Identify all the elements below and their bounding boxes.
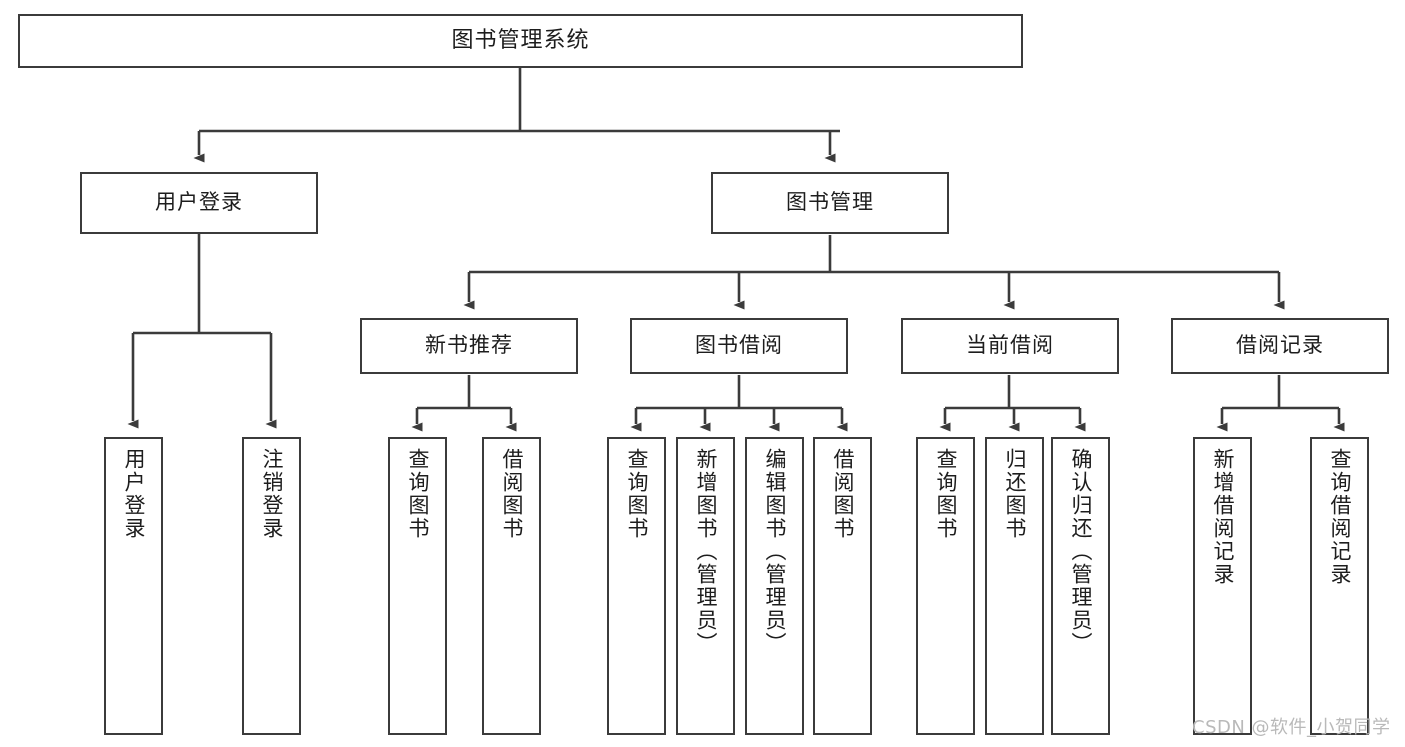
leaf-label: 归还图书 bbox=[1002, 448, 1027, 540]
leaf-label: 注销登录 bbox=[259, 448, 284, 540]
node-root-label: 图书管理系统 bbox=[451, 27, 590, 53]
leaf-user-login-1[interactable]: 注销登录 bbox=[242, 437, 301, 735]
leaf-book-borrow-2[interactable]: 编辑图书（管理员） bbox=[745, 437, 804, 735]
node-root[interactable]: 图书管理系统 bbox=[18, 14, 1023, 68]
leaf-label: 确认归还（管理员） bbox=[1068, 448, 1093, 655]
leaf-label: 编辑图书（管理员） bbox=[762, 448, 787, 655]
leaf-label: 查询图书 bbox=[933, 448, 958, 540]
node-user-login[interactable]: 用户登录 bbox=[80, 172, 318, 234]
node-book-manage[interactable]: 图书管理 bbox=[711, 172, 949, 234]
node-borrow-record[interactable]: 借阅记录 bbox=[1171, 318, 1389, 374]
leaf-current-borrow-0[interactable]: 查询图书 bbox=[916, 437, 975, 735]
node-new-book-recommend[interactable]: 新书推荐 bbox=[360, 318, 578, 374]
leaf-label: 借阅图书 bbox=[499, 448, 524, 540]
node-book-borrow[interactable]: 图书借阅 bbox=[630, 318, 848, 374]
leaf-new-book-recommend-0[interactable]: 查询图书 bbox=[388, 437, 447, 735]
leaf-borrow-record-1[interactable]: 查询借阅记录 bbox=[1310, 437, 1369, 735]
leaf-book-borrow-1[interactable]: 新增图书（管理员） bbox=[676, 437, 735, 735]
node-borrow-record-label: 借阅记录 bbox=[1236, 333, 1324, 358]
leaf-new-book-recommend-1[interactable]: 借阅图书 bbox=[482, 437, 541, 735]
leaf-label: 查询图书 bbox=[624, 448, 649, 540]
csdn-watermark: CSDN @软件_小贺同学 bbox=[1192, 717, 1391, 738]
node-book-manage-label: 图书管理 bbox=[786, 190, 874, 215]
node-book-borrow-label: 图书借阅 bbox=[695, 333, 783, 358]
node-current-borrow-label: 当前借阅 bbox=[966, 333, 1054, 358]
leaf-borrow-record-0[interactable]: 新增借阅记录 bbox=[1193, 437, 1252, 735]
node-current-borrow[interactable]: 当前借阅 bbox=[901, 318, 1119, 374]
leaf-label: 查询借阅记录 bbox=[1327, 448, 1352, 586]
leaf-label: 查询图书 bbox=[405, 448, 430, 540]
leaf-user-login-0[interactable]: 用户登录 bbox=[104, 437, 163, 735]
leaf-label: 借阅图书 bbox=[830, 448, 855, 540]
leaf-book-borrow-3[interactable]: 借阅图书 bbox=[813, 437, 872, 735]
leaf-label: 新增借阅记录 bbox=[1210, 448, 1235, 586]
leaf-current-borrow-1[interactable]: 归还图书 bbox=[985, 437, 1044, 735]
leaf-book-borrow-0[interactable]: 查询图书 bbox=[607, 437, 666, 735]
leaf-label: 新增图书（管理员） bbox=[693, 448, 718, 655]
leaf-label: 用户登录 bbox=[121, 448, 146, 540]
node-user-login-label: 用户登录 bbox=[155, 190, 243, 215]
node-new-book-recommend-label: 新书推荐 bbox=[425, 333, 513, 358]
leaf-current-borrow-2[interactable]: 确认归还（管理员） bbox=[1051, 437, 1110, 735]
